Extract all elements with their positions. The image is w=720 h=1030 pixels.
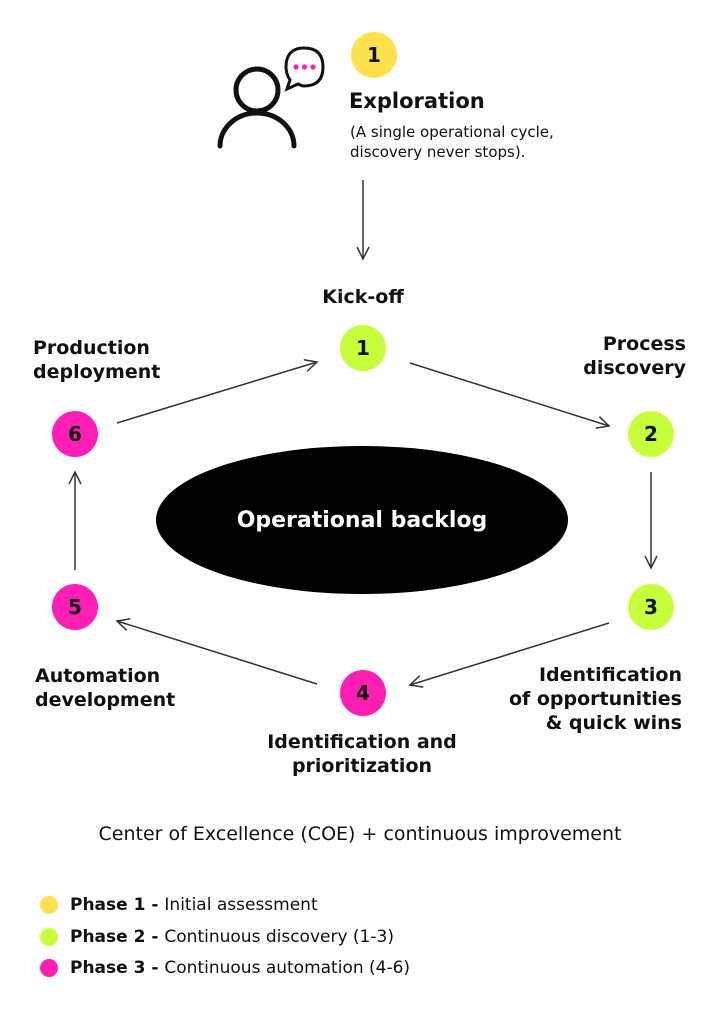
- legend-dot-icon: [40, 959, 58, 977]
- step-2-label-line: Process: [602, 333, 686, 355]
- step-1-node: 1: [340, 325, 386, 371]
- step-3-label-line: & quick wins: [545, 712, 682, 734]
- step-5-label-line: Automation: [35, 665, 161, 687]
- step-3-label-line: Identification: [538, 664, 682, 686]
- exploration-node: 1: [351, 32, 397, 78]
- step-5-node: 5: [52, 584, 98, 630]
- step-5-label-line: development: [35, 689, 176, 711]
- operational-backlog-label: Operational backlog: [236, 507, 488, 533]
- user-icon: [217, 46, 325, 149]
- step-2-number: 2: [644, 422, 658, 446]
- operational-backlog: Operational backlog: [156, 446, 568, 594]
- legend-item-phase-1: Phase 1 - Initial assessment: [40, 895, 318, 915]
- step-3-label: Identification of opportunities & quick …: [460, 663, 682, 735]
- step-1-label-line: Kick-off: [322, 286, 404, 308]
- step-2-label: Process discovery: [480, 332, 686, 380]
- step-2-label-line: discovery: [583, 357, 686, 379]
- step-1-label: Kick-off: [300, 285, 426, 309]
- coe-caption: Center of Excellence (COE) + continuous …: [98, 823, 622, 845]
- legend-item-text: Initial assessment: [164, 895, 318, 915]
- step-3-node: 3: [628, 584, 674, 630]
- step-1-number: 1: [356, 336, 370, 360]
- exploration-title: Exploration: [349, 89, 485, 113]
- arrow-1-to-2: [409, 362, 611, 429]
- legend-item-bold: Phase 2 -: [70, 927, 159, 947]
- step-2-node: 2: [628, 411, 674, 457]
- step-4-label-line: prioritization: [291, 755, 433, 777]
- exploration-description-line: discovery never stops).: [350, 143, 526, 161]
- step-6-node: 6: [52, 411, 98, 457]
- step-4-number: 4: [356, 681, 370, 705]
- step-6-label-line: deployment: [33, 361, 161, 383]
- step-4-label: Identification and prioritization: [242, 730, 482, 778]
- legend-item-text: Continuous automation (4-6): [164, 958, 411, 978]
- step-5-number: 5: [68, 595, 82, 619]
- step-5-label: Automation development: [35, 664, 255, 712]
- legend-dot-icon: [40, 896, 58, 914]
- arrow-6-to-1: [116, 359, 319, 424]
- arrow-3-to-4: [408, 622, 610, 688]
- step-4-node: 4: [340, 670, 386, 716]
- legend-item-bold: Phase 3 -: [70, 958, 159, 978]
- step-3-number: 3: [644, 595, 658, 619]
- legend-dot-icon: [40, 928, 58, 946]
- step-3-label-line: of opportunities: [508, 688, 682, 710]
- step-4-label-line: Identification and: [267, 731, 457, 753]
- exploration-description-line: (A single operational cycle,: [350, 123, 554, 141]
- step-6-label: Production deployment: [33, 336, 253, 384]
- step-6-number: 6: [68, 422, 82, 446]
- step-6-label-line: Production: [33, 337, 150, 359]
- legend-item-text: Continuous discovery (1-3): [164, 927, 394, 947]
- speech-bubble-icon: [284, 46, 325, 92]
- exploration-number: 1: [367, 43, 381, 67]
- legend-item-phase-3: Phase 3 - Continuous automation (4-6): [40, 958, 410, 978]
- legend-item-bold: Phase 1 -: [70, 895, 159, 915]
- exploration-description: (A single operational cycle, discovery n…: [350, 122, 554, 162]
- legend-item-phase-2: Phase 2 - Continuous discovery (1-3): [40, 927, 394, 947]
- arrow-4-to-5: [115, 618, 318, 685]
